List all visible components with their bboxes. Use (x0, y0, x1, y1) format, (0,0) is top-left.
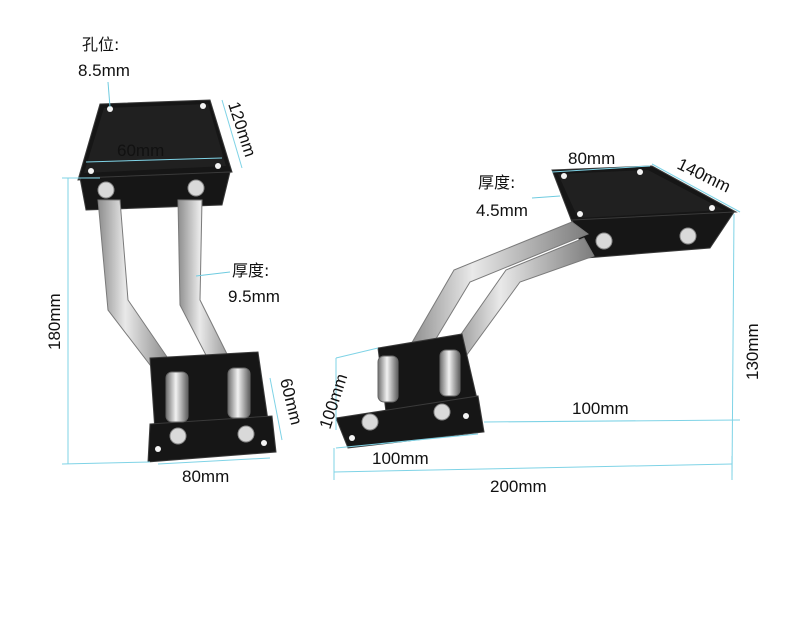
right-offset-label: 100mm (572, 399, 629, 418)
dim-line-right-offset (483, 419, 741, 423)
left-top-hole (200, 103, 206, 109)
right-spring (377, 355, 399, 403)
left-base-hole (155, 446, 161, 452)
left-top-plate-face (84, 104, 226, 173)
right-total-length-label: 200mm (490, 477, 547, 496)
right-base-bolt (433, 403, 451, 421)
left-thickness-label: 厚度: (232, 261, 269, 280)
left-dimensions (61, 81, 283, 465)
leader-thickness-right (531, 195, 561, 199)
right-top-bracket (571, 211, 735, 259)
dim-line-right-base-width (335, 433, 479, 449)
hole-label: 孔位: (82, 35, 119, 54)
right-height-label: 130mm (743, 323, 762, 380)
leader-hole (107, 81, 111, 108)
left-top-bolt (97, 181, 115, 199)
hole-value: 8.5mm (78, 61, 130, 80)
left-top-hole (215, 163, 221, 169)
left-height-label: 180mm (45, 293, 64, 350)
dim-line-right-total (333, 463, 733, 473)
left-base-bolt (169, 427, 187, 445)
right-top-hole (637, 169, 643, 175)
dim-line-left-base-depth (269, 377, 283, 441)
dim-line-left-top-depth (221, 99, 243, 169)
right-base-width-label: 100mm (372, 449, 429, 468)
left-top-hole (88, 168, 94, 174)
left-hinge (77, 99, 277, 463)
right-thickness-value: 4.5mm (476, 201, 528, 220)
right-base-hole (463, 413, 469, 419)
right-top-bolt (595, 232, 613, 250)
dim-line-right-top-depth (651, 163, 741, 213)
left-top-width-label: 60mm (117, 141, 164, 160)
left-arm (97, 199, 177, 379)
dim-line-left-top-width (85, 157, 223, 163)
dim-line-left-base-width (157, 457, 271, 465)
left-top-hole (107, 106, 113, 112)
right-hinge (335, 165, 738, 449)
leader-thickness-left (195, 271, 231, 277)
right-base-bolt (361, 413, 379, 431)
right-top-hole (561, 173, 567, 179)
left-top-bolt (187, 179, 205, 197)
dim-line-right-height (731, 213, 735, 479)
left-spring (227, 367, 251, 419)
left-spring (165, 371, 189, 423)
left-base-width-label: 80mm (182, 467, 229, 486)
left-base-hole (261, 440, 267, 446)
right-base-hole (349, 435, 355, 441)
right-top-width-label: 80mm (568, 149, 615, 168)
left-top-depth-label: 120mm (224, 99, 260, 159)
left-thickness-value: 9.5mm (228, 287, 280, 306)
right-dimensions (333, 163, 741, 480)
dim-line-right-top-width (551, 165, 651, 173)
right-spring (439, 349, 461, 397)
left-base-depth-label: 60mm (276, 376, 306, 426)
right-top-bolt (679, 227, 697, 245)
right-top-plate-face (558, 170, 724, 218)
right-top-hole (709, 205, 715, 211)
right-thickness-label: 厚度: (478, 173, 515, 192)
left-base-bolt (237, 425, 255, 443)
left-base-plate (147, 415, 277, 463)
right-top-hole (577, 211, 583, 217)
